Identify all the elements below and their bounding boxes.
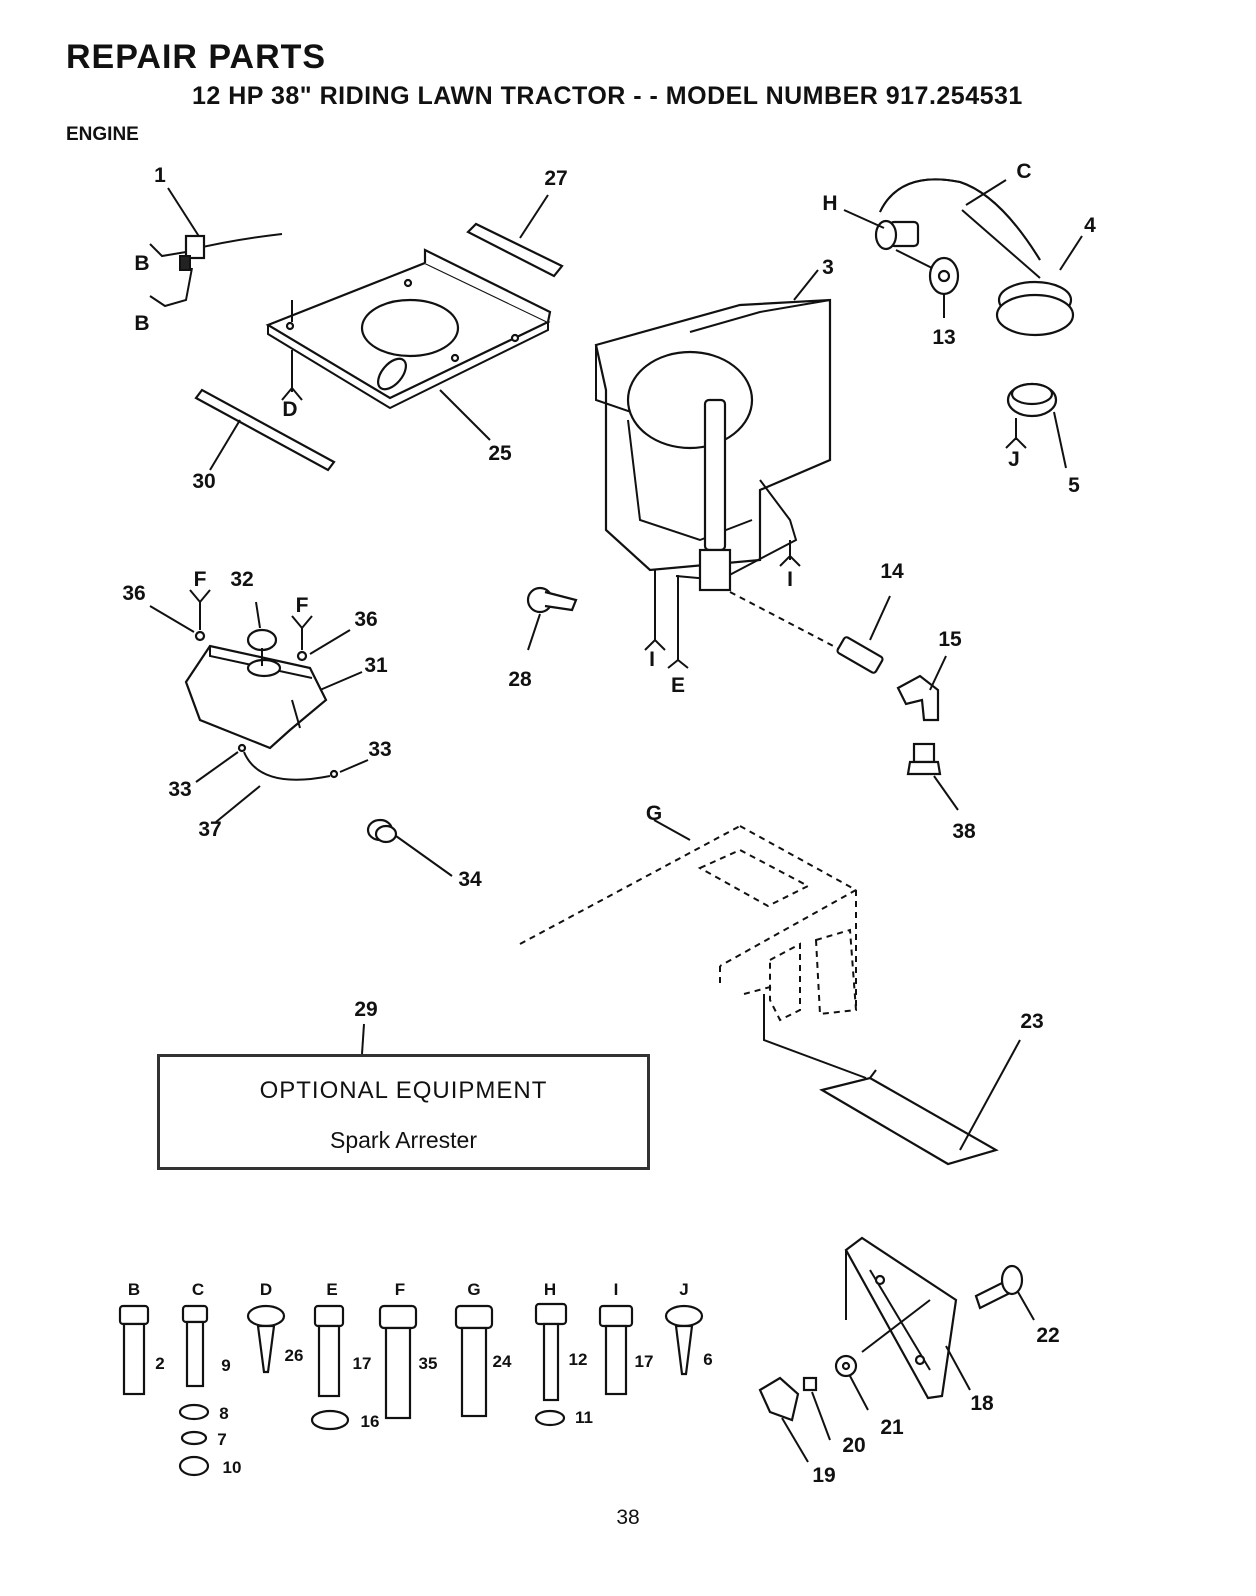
callout-14: 14 <box>880 560 904 583</box>
callout-33-left: 33 <box>168 778 192 801</box>
callout-27: 27 <box>544 167 568 190</box>
fuel-line-part <box>195 743 369 823</box>
callout-31: 31 <box>364 654 388 677</box>
callout-23: 23 <box>1020 1010 1044 1033</box>
fastener-part-16: 16 <box>360 1412 380 1431</box>
callout-28: 28 <box>508 668 532 691</box>
fastener-part-24: 24 <box>492 1352 512 1371</box>
bushing-part <box>366 818 453 877</box>
callout-25: 25 <box>488 442 512 465</box>
callout-C: C <box>1016 160 1032 183</box>
fastener-letter-E: E <box>326 1280 338 1299</box>
callout-29: 29 <box>354 998 378 1021</box>
callout-J: J <box>1008 448 1020 471</box>
cable-clip-part <box>149 187 283 308</box>
callout-30: 30 <box>192 470 216 493</box>
page-title: REPAIR PARTS <box>66 38 327 76</box>
callout-32: 32 <box>230 568 254 591</box>
callout-1: 1 <box>154 164 166 187</box>
fastener-part-35: 35 <box>418 1354 438 1373</box>
optional-equipment-heading: OPTIONAL EQUIPMENT <box>259 1077 548 1104</box>
fastener-part-12: 12 <box>568 1350 588 1369</box>
callout-36-left: 36 <box>122 582 146 605</box>
section-label: ENGINE <box>66 124 139 145</box>
frame-outline <box>519 819 858 1022</box>
callout-I-right: I <box>787 568 793 591</box>
fuel-tank-part <box>149 589 363 750</box>
callout-15: 15 <box>938 628 962 651</box>
callout-4: 4 <box>1084 214 1096 237</box>
callout-36-right: 36 <box>354 608 378 631</box>
fastener-part-17-E: 17 <box>352 1354 372 1373</box>
callout-B-lower: B <box>134 312 150 335</box>
callout-37: 37 <box>198 818 222 841</box>
fastener-letter-F: F <box>394 1280 406 1299</box>
clamp-part <box>1005 382 1067 469</box>
exhaust-part <box>843 178 1083 337</box>
callout-F-right: F <box>295 594 309 617</box>
engine-part <box>594 269 861 669</box>
fastener-letter-I: I <box>613 1280 619 1299</box>
page-subtitle: 12 HP 38" RIDING LAWN TRACTOR - - MODEL … <box>192 82 1023 110</box>
bar-part <box>194 388 336 472</box>
fastener-part-17-I: 17 <box>634 1352 654 1371</box>
mounting-plate-part <box>265 248 552 441</box>
callout-5: 5 <box>1068 474 1080 497</box>
optional-equipment-box: OPTIONAL EQUIPMENT Spark Arrester <box>157 1054 650 1170</box>
callout-22: 22 <box>1036 1324 1060 1347</box>
trim-strip-part <box>466 194 564 278</box>
callout-G: G <box>645 802 663 825</box>
fastener-letter-G: G <box>467 1280 481 1299</box>
callout-I-center: I <box>649 648 655 671</box>
callout-13: 13 <box>932 326 956 349</box>
fastener-part-26: 26 <box>284 1346 304 1365</box>
fastener-letter-H: H <box>543 1280 557 1299</box>
clip-part <box>526 586 578 651</box>
fastener-part-10: 10 <box>222 1458 242 1477</box>
callout-33-right: 33 <box>368 738 392 761</box>
optional-equipment-item: Spark Arrester <box>330 1127 477 1153</box>
bracket-assembly <box>758 1236 1035 1463</box>
fastener-letter-D: D <box>259 1280 273 1299</box>
callout-19: 19 <box>812 1464 836 1487</box>
fastener-letter-C: C <box>191 1280 205 1299</box>
callout-H: H <box>822 192 838 215</box>
fastener-part-2: 2 <box>155 1354 165 1373</box>
callout-B-upper: B <box>134 252 150 275</box>
fastener-letter-B: B <box>127 1280 141 1299</box>
fittings-part <box>836 595 959 811</box>
callout-34: 34 <box>458 868 482 891</box>
fastener-part-11: 11 <box>575 1408 593 1427</box>
callout-3: 3 <box>822 256 834 279</box>
fastener-glyphs <box>118 1302 704 1477</box>
callout-38: 38 <box>952 820 976 843</box>
fastener-letter-J: J <box>679 1280 689 1299</box>
callout-20: 20 <box>842 1434 866 1457</box>
fastener-part-6: 6 <box>703 1350 713 1369</box>
callout-18: 18 <box>970 1392 994 1415</box>
gasket-part <box>928 256 960 318</box>
callout-F-left: F <box>193 568 207 591</box>
fastener-part-9: 9 <box>221 1356 231 1375</box>
heat-shield-part <box>763 994 1021 1166</box>
fastener-part-7: 7 <box>217 1430 227 1449</box>
page-number: 38 <box>616 1506 640 1529</box>
callout-21: 21 <box>880 1416 904 1439</box>
callout-D: D <box>282 398 298 421</box>
callout-E: E <box>670 674 686 697</box>
fastener-part-8: 8 <box>219 1404 229 1423</box>
optional-leader <box>361 1023 365 1055</box>
